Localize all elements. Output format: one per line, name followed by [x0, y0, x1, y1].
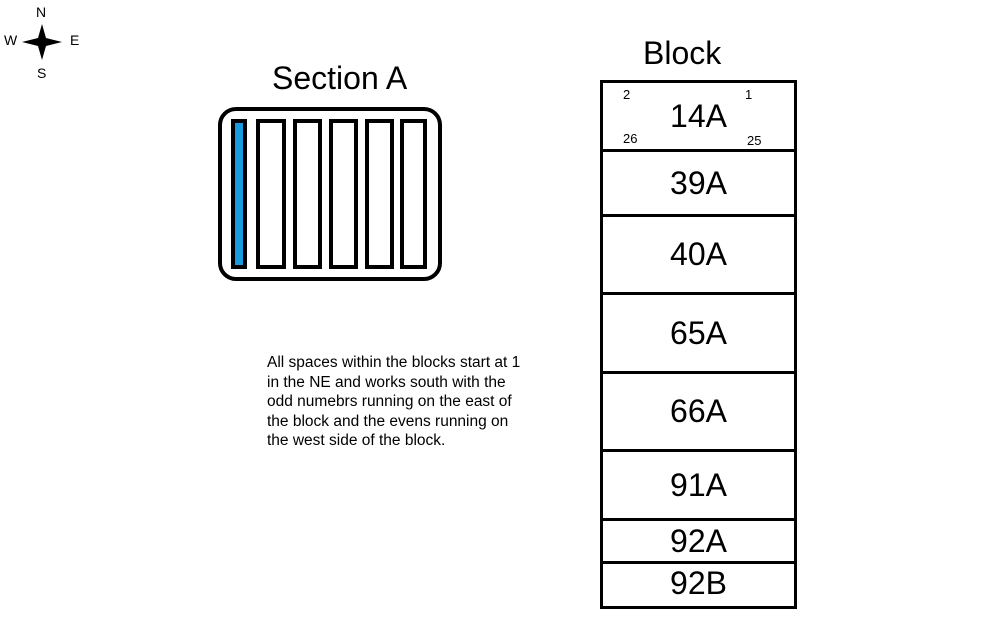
section-a-outline — [218, 107, 442, 281]
parking-space-4 — [329, 119, 358, 269]
parking-space-1 — [231, 119, 247, 269]
space-number-nw: 2 — [623, 87, 631, 102]
space-number-ne: 1 — [745, 87, 753, 102]
block-row-40A: 40A — [603, 217, 794, 295]
compass-east: E — [70, 32, 80, 48]
block-label: 40A — [670, 236, 727, 272]
parking-space-6 — [400, 119, 427, 269]
compass-star-icon — [22, 24, 62, 60]
block-row-91A: 91A — [603, 452, 794, 521]
space-number-sw: 26 — [623, 131, 638, 146]
space-number-se: 25 — [747, 133, 762, 148]
block-row-14A: 14A 2 1 26 25 — [603, 83, 794, 152]
block-row-39A: 39A — [603, 152, 794, 217]
block-column: 14A 2 1 26 25 39A 40A 65A 66A 91A 92A 92B — [600, 80, 797, 609]
compass-west: W — [4, 32, 18, 48]
block-label: 92B — [670, 565, 727, 601]
block-row-66A: 66A — [603, 374, 794, 452]
block-row-65A: 65A — [603, 295, 794, 374]
block-row-92B: 92B — [603, 564, 794, 603]
block-label: 92A — [670, 522, 727, 559]
compass-north: N — [36, 4, 47, 20]
parking-space-2 — [256, 119, 286, 269]
block-label: 14A — [670, 97, 727, 134]
section-title: Section A — [272, 60, 408, 96]
note-text: All spaces within the blocks start at 1 … — [267, 354, 521, 449]
block-row-92A: 92A — [603, 521, 794, 564]
block-label: 91A — [670, 466, 727, 503]
block-title: Block — [643, 35, 722, 71]
block-label: 39A — [670, 164, 727, 201]
compass-south: S — [37, 65, 47, 81]
block-label: 66A — [670, 393, 727, 429]
block-label: 65A — [670, 314, 727, 351]
parking-space-5 — [365, 119, 394, 269]
parking-space-3 — [293, 119, 322, 269]
